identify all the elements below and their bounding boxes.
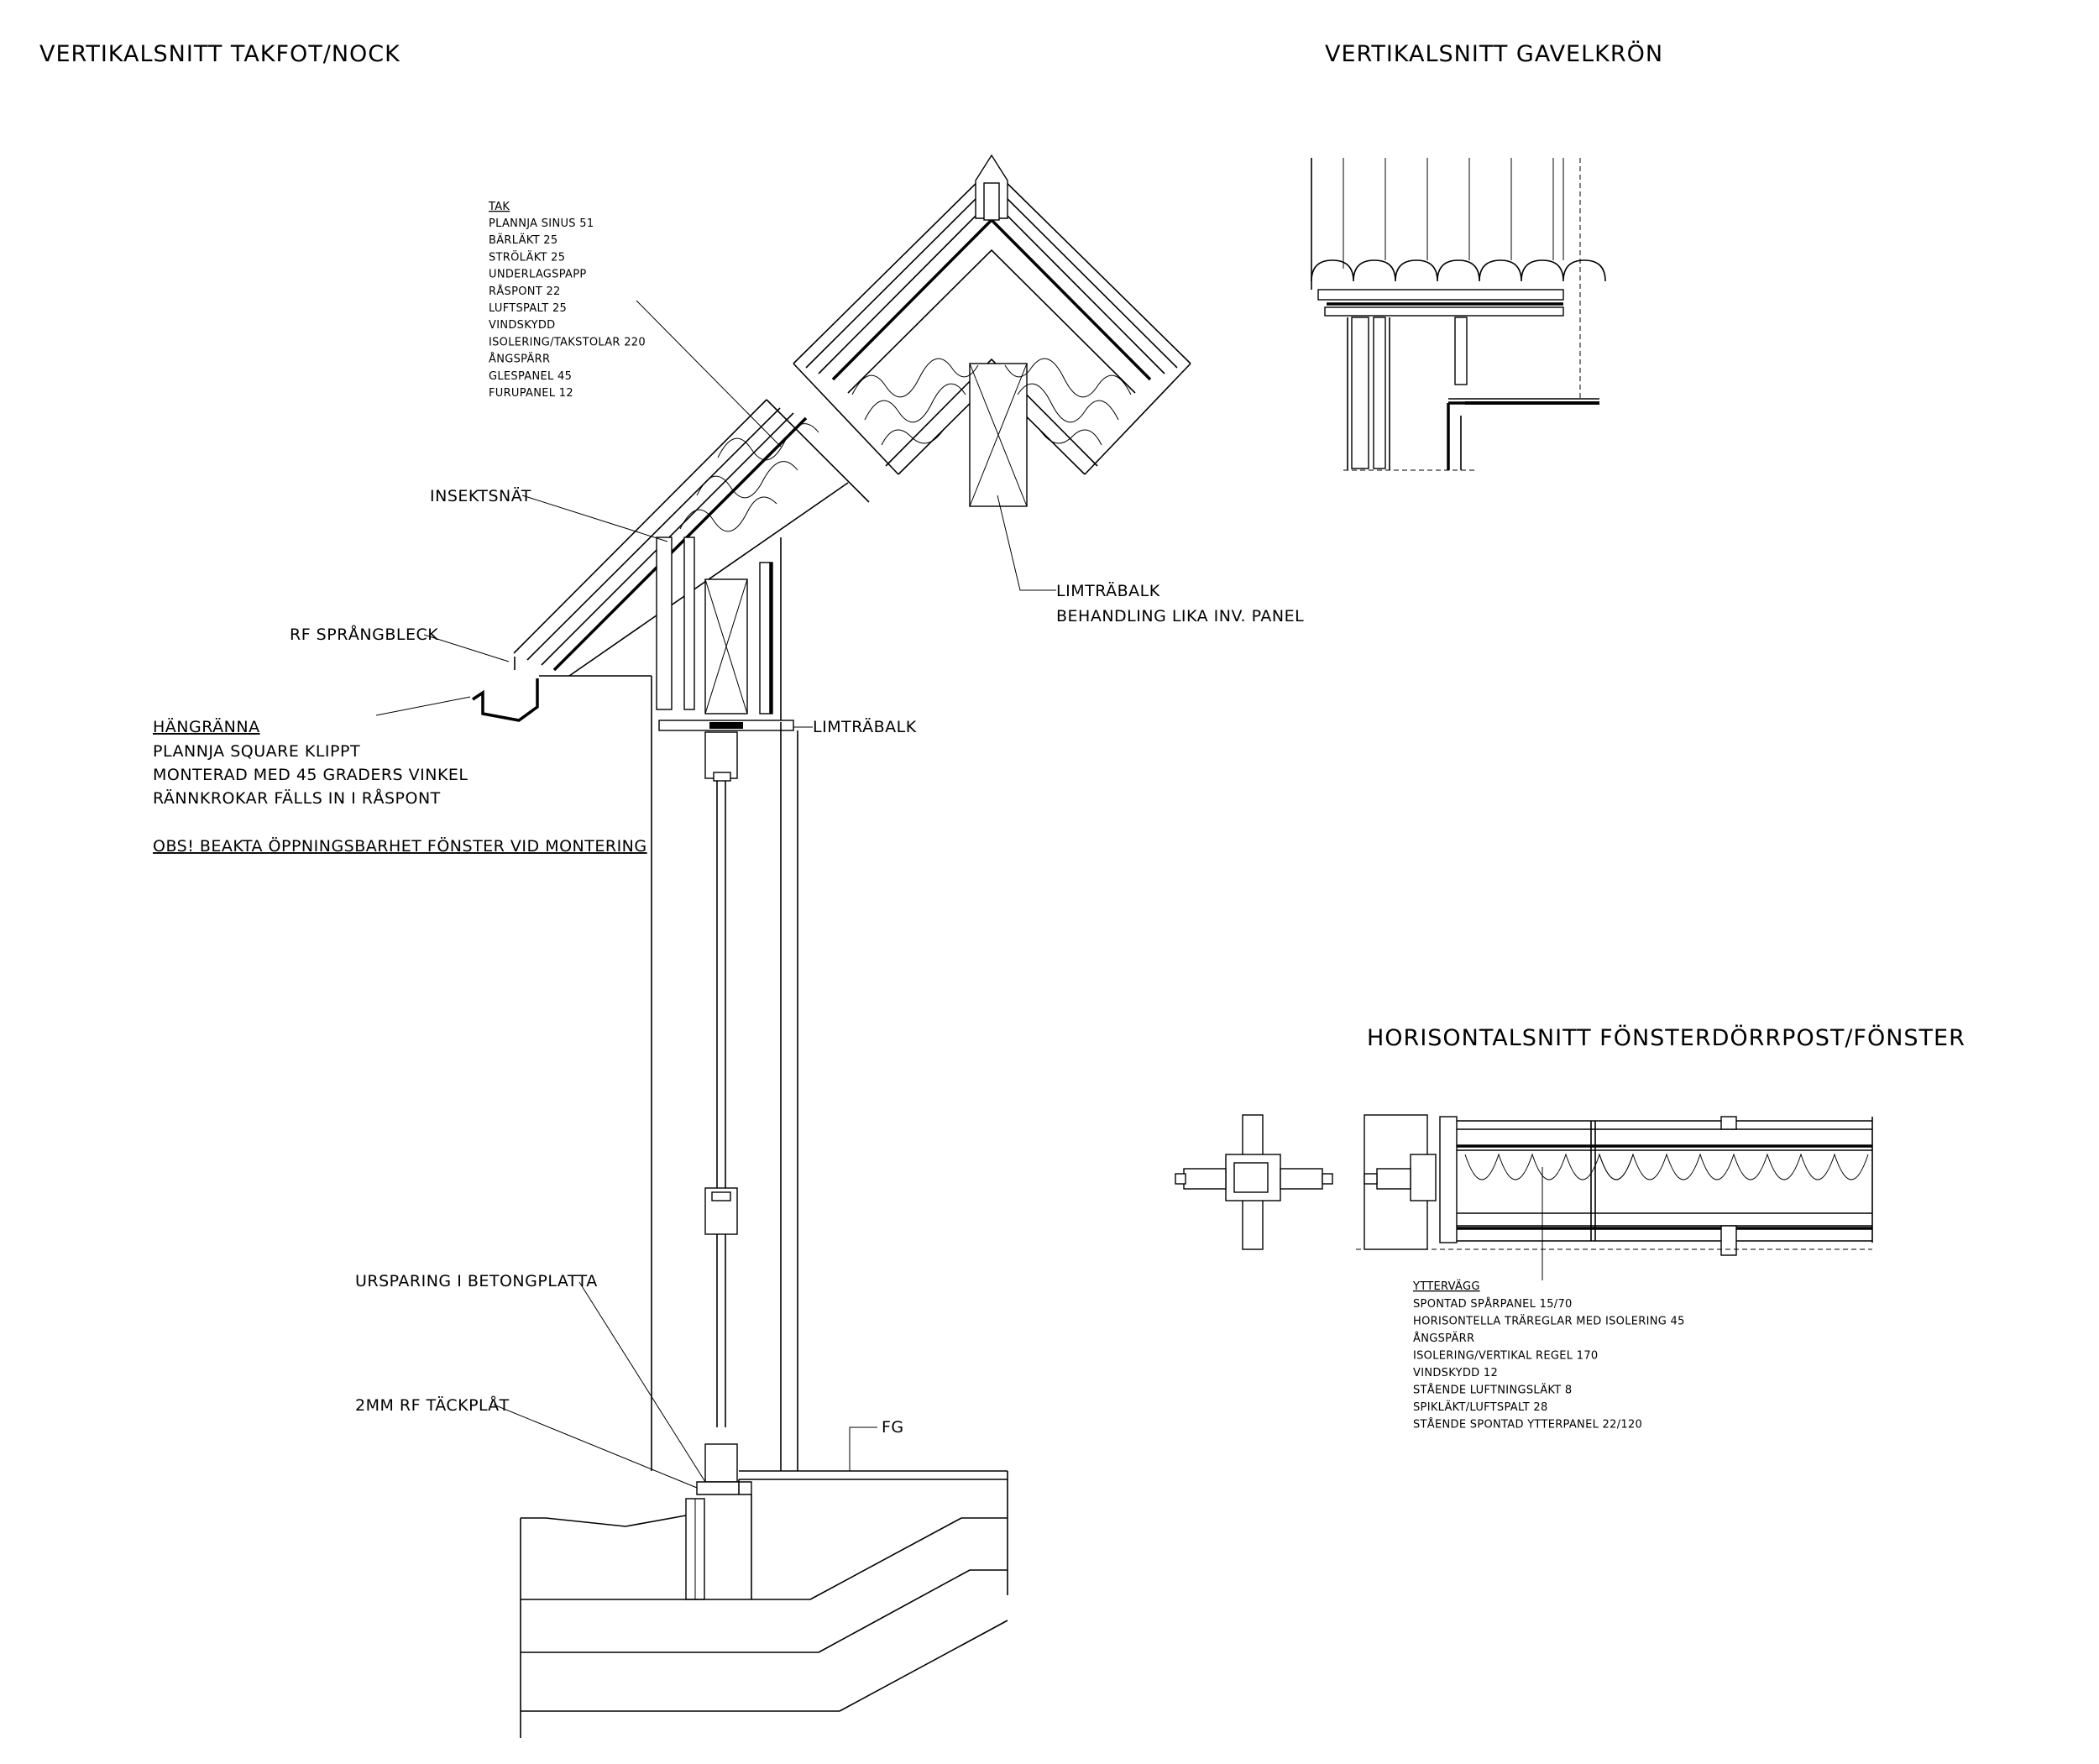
tackplat-leader [493, 1404, 698, 1489]
fg-leader [849, 1426, 877, 1471]
label-fg: FG [882, 1418, 904, 1437]
hangranna-line-2: MONTERAD MED 45 GRADERS VINKEL [153, 766, 468, 784]
yttervagg-layer-5: VINDSKYDD 12 [1413, 1367, 1498, 1379]
hangranna-text: HÄNGRÄNNA PLANNJA SQUARE KLIPPT MONTERAD… [153, 717, 647, 856]
tak-layer-11: FURUPANEL 12 [489, 387, 573, 400]
label-ursparing: URSPARING I BETONGPLATTA [355, 1272, 598, 1290]
ridge-beam-leader [997, 495, 1056, 591]
tak-layer-6: LUFTSPALT 25 [489, 302, 567, 315]
label-limtrabalk-wall: LIMTRÄBALK [813, 717, 917, 736]
wall-window-section [539, 675, 798, 1495]
label-insektsnat: INSEKTSNÄT [430, 486, 531, 505]
title-gavelkron: VERTIKALSNITT GAVELKRÖN [1325, 40, 1663, 67]
hangranna-note: OBS! BEAKTA ÖPPNINGSBARHET FÖNSTER VID M… [153, 836, 647, 856]
title-horisontalsnitt: HORISONTALSNITT FÖNSTERDÖRRPOST/FÖNSTER [1367, 1024, 1966, 1051]
tak-layer-9: ÅNGSPÄRR [489, 353, 550, 366]
tak-layer-list: TAK PLANNJA SINUS 51 BÄRLÄKT 25 STRÖLÄKT 2… [488, 201, 646, 400]
yttervagg-layer-list: YTTERVÄGG SPONTAD SPÅRPANEL 15/70HORISON… [1412, 1280, 1685, 1432]
label-behandling: BEHANDLING LIKA INV. PANEL [1056, 607, 1304, 626]
hangranna-leader [375, 696, 471, 716]
yttervagg-layer-4: ISOLERING/VERTIKAL REGEL 170 [1413, 1350, 1598, 1363]
insektsnat-leader [521, 495, 668, 542]
tak-layer-7: VINDSKYDD [489, 319, 555, 332]
tak-layer-4: UNDERLAGSPAPP [489, 269, 587, 281]
hangranna-line-1: PLANNJA SQUARE KLIPPT [153, 742, 360, 761]
ridge-section [793, 154, 1191, 507]
tak-leader-line [636, 300, 782, 448]
ursparing-leader [578, 1281, 706, 1483]
yttervagg-layer-3: ÅNGSPÄRR [1413, 1332, 1474, 1345]
yttervagg-layer-7: SPIKLÄKT/LUFTSPALT 28 [1413, 1400, 1548, 1414]
yttervagg-layer-6: STÅENDE LUFTNINGSLÄKT 8 [1413, 1384, 1572, 1397]
tak-layer-5: RÅSPONT 22 [489, 285, 561, 298]
yttervagg-heading: YTTERVÄGG [1412, 1280, 1480, 1293]
hangranna-line-3: RÄNNKROKAR FÄLLS IN I RÅSPONT [153, 788, 441, 808]
label-tackplat: 2MM RF TÄCKPLÅT [355, 1395, 510, 1415]
tak-heading: TAK [488, 201, 510, 213]
yttervagg-layer-2: HORISONTELLA TRÄREGLAR MED ISOLERING 45 [1413, 1315, 1685, 1328]
label-limtrabalk-ridge: LIMTRÄBALK [1056, 581, 1160, 600]
label-sprangbleck: RF SPRÅNGBLECK [290, 625, 438, 644]
tak-layer-1: PLANNJA SINUS 51 [489, 217, 594, 230]
tak-layer-3: STRÖLÄKT 25 [489, 249, 565, 264]
tak-layer-8: ISOLERING/TAKSTOLAR 220 [489, 336, 646, 348]
gavelkron-section [1311, 158, 1606, 471]
yttervagg-layer-1: SPONTAD SPÅRPANEL 15/70 [1413, 1297, 1573, 1311]
yttervagg-layer-8: STÅENDE SPONTAD YTTERPANEL 22/120 [1413, 1418, 1642, 1432]
sprangbleck-leader [423, 634, 510, 662]
tak-layer-10: GLESPANEL 45 [489, 370, 572, 383]
tak-layer-2: BÄRLÄKT 25 [489, 233, 557, 247]
hangranna-heading: HÄNGRÄNNA [153, 717, 260, 736]
horisontalsnitt-section [1175, 1114, 1873, 1256]
foundation-section [520, 1470, 1008, 1738]
title-takfot-nock: VERTIKALSNITT TAKFOT/NOCK [39, 41, 400, 67]
eaves-section [472, 399, 870, 731]
